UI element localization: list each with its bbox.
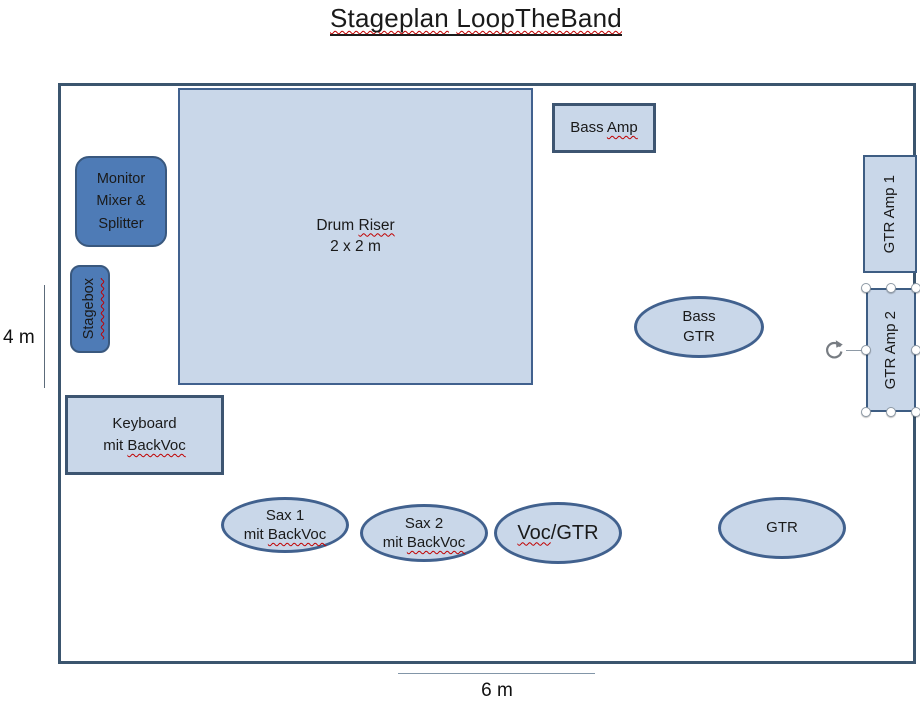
selection-handle-top-left[interactable] <box>861 283 871 293</box>
bass-gtr-shape[interactable]: Bass GTR <box>634 296 764 358</box>
monitor-mixer-line3: Splitter <box>98 215 144 232</box>
gtr-amp1-label: GTR Amp 1 <box>880 174 898 254</box>
gtr-amp1-shape[interactable]: GTR Amp 1 <box>863 155 917 273</box>
stagebox-label: Stagebox <box>81 278 98 340</box>
selection-handle-top-right[interactable] <box>911 283 920 293</box>
gtr-amp2-label: GTR Amp 2 <box>881 310 899 390</box>
voc-gtr-label: Voc/GTR <box>497 520 619 547</box>
drum-riser-label: Drum Riser 2 x 2 m <box>180 216 531 258</box>
height-dimension-label: 4 m <box>3 327 35 348</box>
gtr-label: GTR <box>721 518 843 538</box>
selection-handle-middle-left[interactable] <box>861 345 871 355</box>
sax2-line1: Sax 2 <box>404 514 444 532</box>
selection-handle-bottom-left[interactable] <box>861 407 871 417</box>
selection-handle-middle-right[interactable] <box>911 345 920 355</box>
sax1-label: Sax 1 mit BackVoc <box>224 506 346 545</box>
selection-handle-top-center[interactable] <box>886 283 896 293</box>
drum-riser-line2: 2 x 2 m <box>330 237 381 255</box>
sax2-line2: mit BackVoc <box>382 534 466 551</box>
bass-gtr-line1: Bass <box>682 307 716 325</box>
gtr-shape[interactable]: GTR <box>718 497 846 559</box>
gtr-amp2-shape[interactable]: GTR Amp 2 <box>866 288 916 412</box>
bass-amp-label: Bass Amp <box>555 118 653 138</box>
voc-gtr-shape[interactable]: Voc/GTR <box>494 502 622 564</box>
monitor-mixer-shape[interactable]: Monitor Mixer & Splitter <box>75 156 167 247</box>
keyboard-label: Keyboard mit BackVoc <box>68 413 221 458</box>
sax2-shape[interactable]: Sax 2 mit BackVoc <box>360 504 488 562</box>
bass-gtr-label: Bass GTR <box>637 307 761 348</box>
keyboard-line2: mit BackVoc <box>103 437 186 454</box>
sax1-shape[interactable]: Sax 1 mit BackVoc <box>221 497 349 553</box>
sax1-line2: mit BackVoc <box>243 526 327 543</box>
monitor-mixer-label: Monitor Mixer & Splitter <box>77 168 165 235</box>
rotation-handle-connector <box>846 350 862 351</box>
bass-amp-shape[interactable]: Bass Amp <box>552 103 656 153</box>
selection-handle-bottom-center[interactable] <box>886 407 896 417</box>
gtr-line1: GTR <box>766 518 798 536</box>
drum-riser-line1: Drum Riser <box>316 216 395 234</box>
drum-riser-shape[interactable]: Drum Riser 2 x 2 m <box>178 88 533 385</box>
slide-title-text: Stageplan LoopTheBand <box>330 3 622 36</box>
slide-title[interactable]: Stageplan LoopTheBand <box>330 3 622 36</box>
keyboard-shape[interactable]: Keyboard mit BackVoc <box>65 395 224 475</box>
width-dimension-label: 6 m <box>481 680 513 701</box>
sax1-line1: Sax 1 <box>265 506 305 524</box>
selection-handle-bottom-right[interactable] <box>911 407 920 417</box>
bass-amp-line1: Bass Amp <box>570 118 638 136</box>
height-dimension-line <box>44 285 45 388</box>
keyboard-line1: Keyboard <box>112 414 177 432</box>
monitor-mixer-line1: Monitor <box>96 170 146 187</box>
stagebox-shape[interactable]: Stagebox <box>70 265 110 353</box>
monitor-mixer-line2: Mixer & <box>96 193 146 210</box>
voc-gtr-line1: Voc/GTR <box>517 521 599 544</box>
sax2-label: Sax 2 mit BackVoc <box>363 514 485 553</box>
width-dimension-line <box>398 673 595 674</box>
rotate-icon[interactable] <box>821 337 847 363</box>
bass-gtr-line2: GTR <box>683 328 715 345</box>
